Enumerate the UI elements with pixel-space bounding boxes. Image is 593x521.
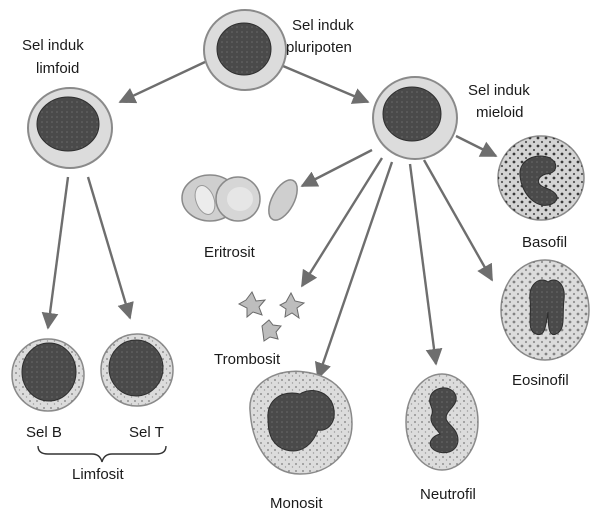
thrombocyte-label: Trombosit bbox=[214, 351, 281, 368]
lymphoid-label-line1: Sel induk bbox=[22, 37, 84, 54]
erythrocyte-label: Eritrosit bbox=[204, 244, 256, 261]
arrow-pluripotent-to-lymphoid bbox=[120, 62, 205, 102]
erythrocyte-illustration bbox=[182, 175, 303, 225]
monocyte-label: Monosit bbox=[270, 495, 323, 512]
arrow-myeloid-to-thrombocyte bbox=[302, 158, 382, 286]
arrow-lymphoid-to-b-cell bbox=[48, 177, 68, 328]
arrow-lymphoid-to-t-cell bbox=[88, 177, 130, 318]
arrow-myeloid-to-neutrophil bbox=[410, 164, 436, 364]
t-cell-illustration bbox=[101, 334, 173, 406]
basophil-illustration bbox=[498, 136, 584, 220]
monocyte-illustration bbox=[250, 371, 352, 474]
eosinophil-illustration bbox=[501, 260, 589, 360]
arrow-myeloid-to-basophil bbox=[456, 136, 496, 156]
basophil-label: Basofil bbox=[522, 234, 567, 251]
b-cell-illustration bbox=[12, 339, 84, 411]
myeloid-stem-cell bbox=[373, 77, 457, 159]
t-cell-label: Sel T bbox=[129, 424, 164, 441]
neutrophil-illustration bbox=[406, 374, 478, 470]
thrombocyte-illustration bbox=[239, 292, 304, 341]
myeloid-label-line2: mieloid bbox=[476, 104, 524, 121]
pluripotent-label-line1: Sel induk bbox=[292, 17, 354, 34]
lymphocyte-label: Limfosit bbox=[72, 466, 125, 483]
arrow-myeloid-to-eosinophil bbox=[424, 160, 492, 280]
pluripotent-stem-cell bbox=[204, 10, 286, 90]
arrow-myeloid-to-monocyte bbox=[318, 162, 392, 378]
lymphoid-label-line2: limfoid bbox=[36, 60, 79, 77]
eosinophil-label: Eosinofil bbox=[512, 372, 569, 389]
neutrophil-label: Neutrofil bbox=[420, 486, 476, 503]
b-cell-label: Sel B bbox=[26, 424, 62, 441]
lymphocyte-brace bbox=[38, 446, 166, 462]
lymphoid-stem-cell bbox=[28, 88, 112, 168]
arrow-pluripotent-to-myeloid bbox=[283, 66, 368, 102]
myeloid-label-line1: Sel induk bbox=[468, 82, 530, 99]
arrow-myeloid-to-erythrocyte bbox=[302, 150, 372, 186]
pluripotent-label-line2: pluripoten bbox=[286, 39, 352, 56]
